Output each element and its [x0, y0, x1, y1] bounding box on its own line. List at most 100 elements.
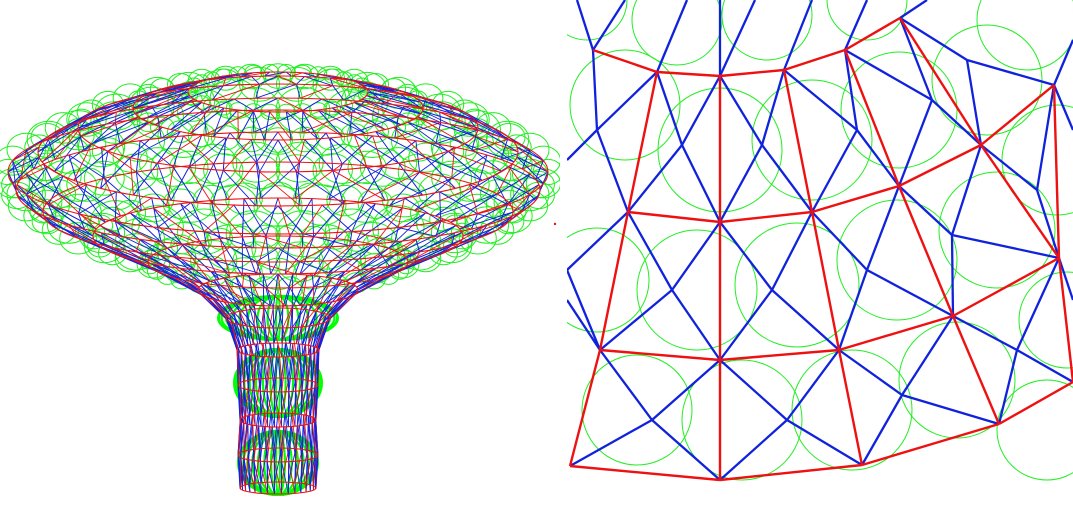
- mesh-edge: [255, 171, 260, 206]
- mesh-edge: [282, 274, 294, 309]
- mesh-edge: [439, 112, 442, 123]
- marker-dot: [553, 222, 557, 226]
- mesh-edge: [259, 139, 279, 173]
- mesh-edge: [229, 132, 257, 163]
- mesh-edge: [41, 135, 82, 163]
- mesh-edge: [372, 135, 384, 168]
- blue-edge: [567, 129, 598, 161]
- mesh-edge: [393, 126, 427, 158]
- mesh-edge: [139, 140, 174, 168]
- blue-edge: [596, 71, 658, 131]
- mesh-edge: [414, 185, 478, 211]
- mesh-edge: [244, 354, 249, 390]
- mesh-edge: [285, 236, 314, 275]
- mesh-edge: [295, 343, 301, 379]
- mesh-edge: [394, 116, 399, 139]
- mesh-edge: [243, 345, 246, 382]
- blue-edge: [1057, 257, 1073, 301]
- blue-edge: [599, 289, 673, 351]
- mesh-edge: [195, 163, 215, 203]
- packing-circle: [938, 171, 1056, 289]
- mesh-edge: [312, 314, 327, 347]
- mesh-edge: [282, 305, 294, 329]
- blue-edge: [569, 418, 653, 468]
- packing-circle: [836, 199, 958, 321]
- mesh-edge: [259, 356, 264, 392]
- packing-circle: [734, 222, 860, 348]
- blue-edge: [651, 359, 721, 421]
- mesh-edge: [299, 246, 327, 263]
- mesh-edge: [301, 460, 307, 493]
- packing-circle: [721, 0, 813, 61]
- packing-circle: [372, 205, 425, 250]
- packing-circle: [1001, 104, 1073, 216]
- blue-edge: [898, 185, 953, 236]
- blue-edge: [899, 17, 968, 61]
- mesh-edge: [336, 279, 375, 302]
- packing-circle: [996, 379, 1073, 481]
- mesh-edge: [331, 107, 366, 134]
- mesh-edge: [253, 390, 262, 427]
- blue-edge: [931, 99, 982, 146]
- mesh-edge: [255, 261, 262, 274]
- mesh-edge: [77, 104, 134, 129]
- mesh-edge: [262, 356, 268, 392]
- red-edge: [837, 349, 864, 466]
- blue-edge: [898, 17, 934, 101]
- packing-circle: [114, 245, 147, 273]
- packing-circle: [502, 144, 532, 170]
- mesh-edge: [142, 95, 190, 121]
- ring-ellipse: [239, 481, 317, 495]
- stem-circle: [266, 295, 290, 341]
- red-edge: [592, 48, 658, 74]
- mesh-edge: [389, 171, 420, 207]
- packing-circle: [931, 24, 1043, 136]
- mesh-edge: [314, 346, 316, 383]
- mesh-edge: [296, 171, 344, 205]
- mesh-edge: [58, 193, 97, 230]
- packing-circle: [525, 168, 560, 199]
- mesh-edge: [12, 156, 40, 184]
- mesh-edge: [367, 91, 421, 103]
- mesh-edge: [199, 282, 243, 305]
- mesh-edge: [317, 317, 331, 349]
- mesh-edge: [336, 282, 357, 302]
- mesh-edge: [439, 191, 442, 222]
- mesh-edge: [251, 414, 255, 450]
- mesh-edge: [259, 343, 264, 379]
- mesh-edge: [295, 391, 302, 426]
- mesh-edge: [329, 78, 334, 86]
- mesh-edge: [384, 92, 399, 105]
- mesh-edge: [223, 76, 252, 87]
- blue-edge: [719, 419, 788, 481]
- packing-circle: [66, 167, 107, 202]
- mesh-edge: [464, 143, 515, 163]
- mesh-edge: [238, 348, 242, 383]
- red-edge: [626, 71, 659, 213]
- mesh-edge: [265, 273, 279, 289]
- mesh-edge: [435, 129, 478, 145]
- mesh-edge: [25, 173, 60, 195]
- blue-edge: [950, 234, 955, 317]
- mesh-edge: [199, 282, 231, 304]
- mesh-edge: [256, 247, 279, 263]
- mesh-edge: [43, 215, 79, 239]
- mesh-edge: [284, 426, 290, 462]
- mesh-edge: [462, 220, 510, 237]
- mesh-edge: [301, 355, 307, 391]
- mesh-edge: [299, 343, 303, 380]
- mesh-edge: [157, 134, 202, 164]
- mesh-edge: [288, 391, 296, 427]
- mesh-edge: [292, 356, 297, 392]
- mesh-edge: [508, 136, 544, 161]
- mesh-edge: [206, 109, 254, 135]
- mesh-edge: [203, 98, 235, 113]
- mesh-edge: [419, 232, 455, 253]
- mesh-edge: [248, 275, 256, 310]
- mesh-edge: [259, 413, 265, 449]
- ring-ellipse: [132, 75, 424, 141]
- mesh-edge: [366, 95, 424, 109]
- red-edge: [569, 464, 721, 482]
- mesh-edge: [450, 202, 510, 223]
- blue-edge: [719, 359, 788, 421]
